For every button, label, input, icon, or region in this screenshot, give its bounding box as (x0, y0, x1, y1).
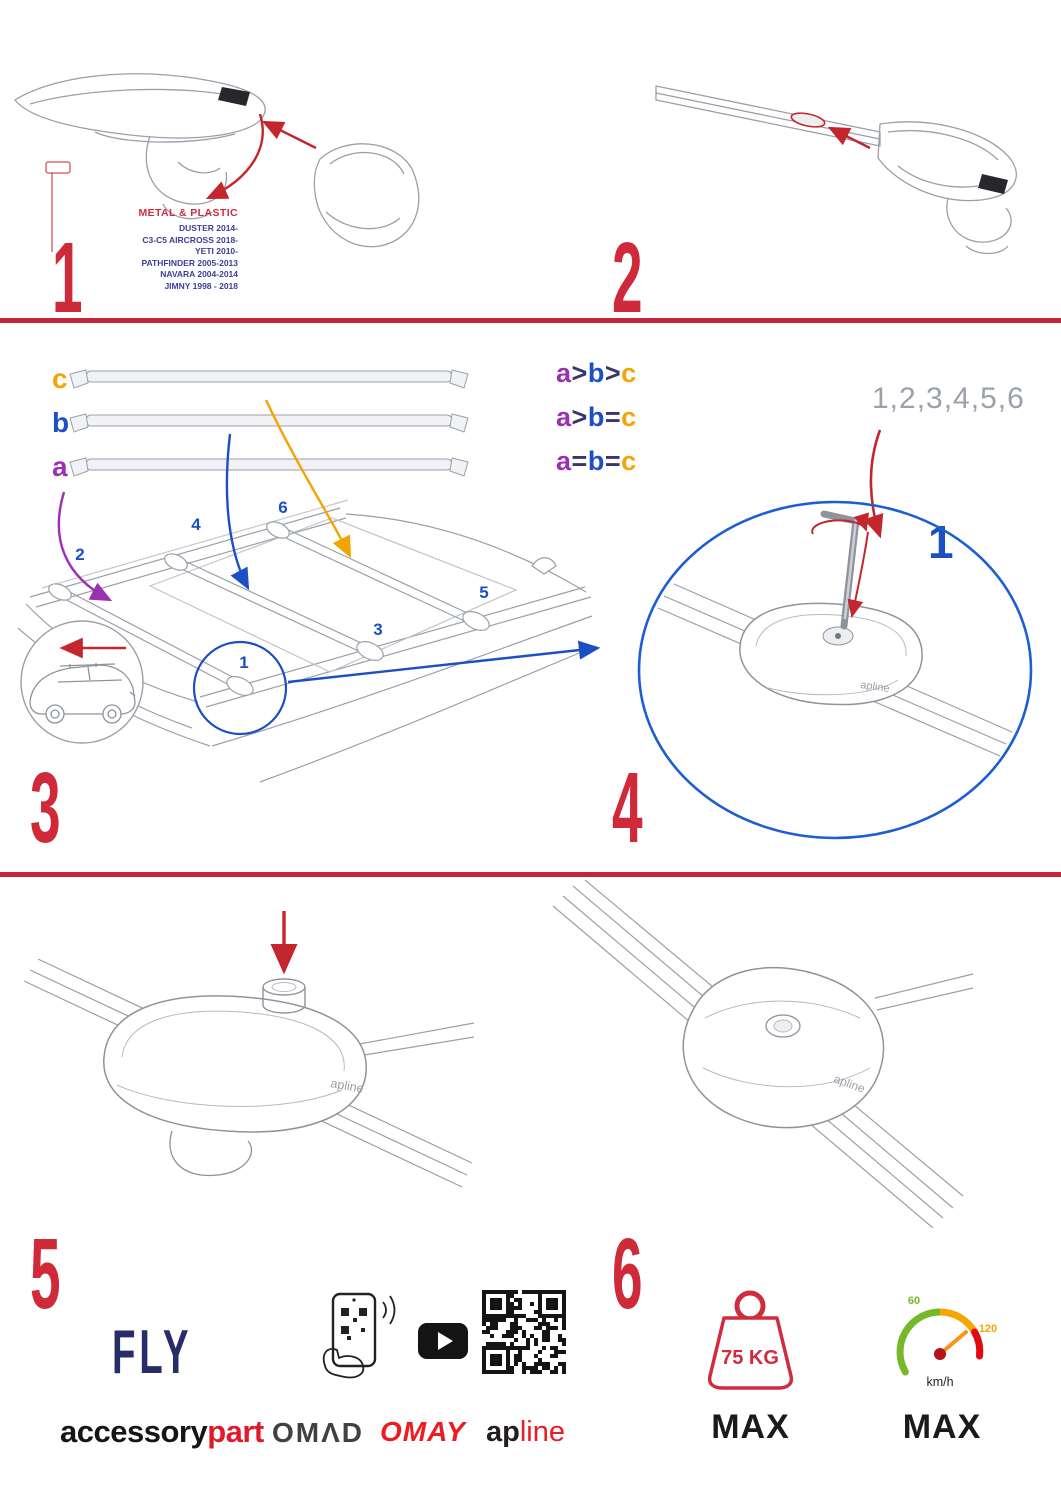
brand-part-text: part (207, 1414, 264, 1449)
step5-diagram: apline (23, 911, 475, 1188)
foot-with-knob: apline (103, 978, 367, 1177)
step4-diagram: 1 apline (637, 429, 1033, 840)
brand-text: apline (329, 1076, 364, 1096)
apline-logo-patch (218, 87, 250, 106)
rotate-arrow (811, 512, 869, 535)
brand-apline: apline (486, 1418, 565, 1447)
phone-scan-icon (322, 1292, 396, 1379)
step2-diagram (655, 85, 1017, 255)
zoom-circle (637, 500, 1033, 840)
car-direction-inset (20, 620, 144, 744)
apline-logo-patch (978, 174, 1008, 194)
brand-omad: OMΛD (272, 1417, 364, 1448)
zoom-pointer-arrow (287, 640, 601, 684)
foot-highlight-circle (192, 640, 288, 736)
bar-label-b: b (52, 407, 69, 438)
model-line: NAVARA 2004-2014 (160, 269, 238, 279)
tighten-arrow (847, 531, 869, 618)
brand-apline-line: line (519, 1416, 565, 1448)
brand-apline-ap: ap (486, 1416, 520, 1448)
step3-number: 3 (30, 752, 61, 864)
step2-number: 2 (612, 222, 643, 334)
position-2: 2 (75, 545, 84, 564)
arrow-a (57, 491, 113, 602)
comparison-row: a>b=c (556, 402, 637, 432)
section-divider (0, 318, 1061, 323)
position-1: 1 (239, 653, 248, 672)
step5-number: 5 (30, 1218, 61, 1330)
size-comparisons: a>b>c a>b=c a=b=c (556, 360, 637, 492)
mount-slot (790, 112, 826, 128)
position-5: 5 (479, 583, 488, 602)
section-divider (0, 872, 1061, 877)
step1-text: METAL & PLASTIC DUSTER 2014- C3-C5 AIRCR… (88, 207, 238, 292)
crossbar-set: c b a (52, 363, 469, 482)
position-6: 6 (278, 498, 287, 517)
model-line: YETI 2010- (195, 246, 238, 256)
position-3: 3 (373, 620, 382, 639)
youtube-icon (418, 1323, 468, 1359)
arrow-b (225, 433, 250, 591)
sequence-arrow (863, 429, 884, 539)
weight-limit-icon: 75 KG (707, 1290, 794, 1390)
arrow-c (264, 399, 352, 559)
model-line: C3-C5 AIRCROSS 2018- (142, 234, 238, 245)
weight-max-label: MAX (711, 1408, 790, 1446)
brand-text: apline (860, 679, 891, 695)
speed-high-label: 120 (979, 1323, 997, 1335)
step1-number: 1 (52, 222, 83, 334)
speed-max-label: MAX (902, 1408, 982, 1446)
speedometer-icon: 60 120 km/h (896, 1295, 997, 1389)
model-line: JIMNY 1998 - 2018 (164, 280, 238, 291)
model-line: PATHFINDER 2005-2013 (141, 257, 238, 268)
comparison-row: a=b=c (556, 446, 637, 476)
foot-mounted: apline (682, 966, 885, 1129)
model-line: DUSTER 2014- (178, 223, 238, 233)
step4-number: 4 (612, 752, 643, 864)
brand-omay: OMAY (380, 1416, 466, 1447)
brand-accessorypart: accessorypart (60, 1416, 264, 1447)
speed-unit-label: km/h (926, 1375, 953, 1389)
position-4: 4 (191, 515, 201, 534)
foot-closeup: apline (739, 602, 923, 706)
speed-low-label: 60 (908, 1295, 920, 1307)
car-roof-drawing (17, 499, 597, 783)
metal-part-callout (45, 161, 71, 252)
tightening-sequence: 1,2,3,4,5,6 (872, 382, 1025, 415)
product-name: FLY (112, 1318, 193, 1387)
material-label: METAL & PLASTIC (138, 207, 238, 219)
step3-diagram: c b a (17, 363, 601, 783)
step6-diagram: apline (552, 879, 974, 1228)
bar-label-a: a (52, 451, 68, 482)
comparison-row: a>b>c (556, 358, 637, 388)
brand-accessory-text: accessory (60, 1414, 208, 1449)
step1-diagram (14, 73, 420, 252)
qr-code (482, 1290, 566, 1374)
step6-number: 6 (612, 1218, 643, 1330)
bar-label-c: c (52, 363, 68, 394)
weight-value: 75 KG (721, 1347, 779, 1369)
